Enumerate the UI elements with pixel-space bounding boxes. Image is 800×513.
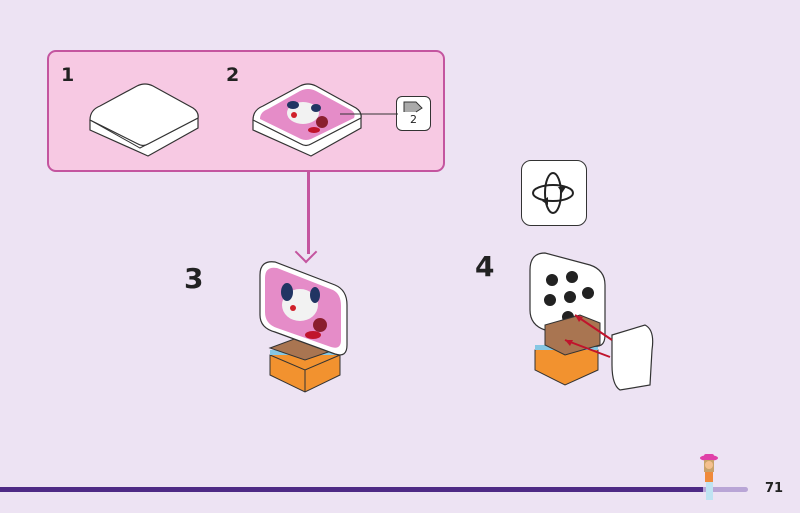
substep-number-1: 1 bbox=[61, 64, 75, 86]
substep-number-2: 2 bbox=[226, 64, 240, 86]
rotate-model-icon bbox=[532, 172, 574, 214]
white-tile-illustration bbox=[89, 83, 199, 157]
page-number: 71 bbox=[765, 481, 784, 496]
sticker-number: 2 bbox=[410, 113, 417, 126]
step4-model-illustration bbox=[529, 252, 654, 391]
minifigure-icon bbox=[700, 454, 718, 500]
sticker-leader-line bbox=[340, 113, 398, 115]
sticker-callout: 2 bbox=[396, 96, 431, 131]
step-number-3: 3 bbox=[184, 262, 204, 295]
step3-model-illustration bbox=[259, 261, 348, 393]
dog-sticker-tile-illustration bbox=[252, 83, 362, 157]
progress-bar bbox=[0, 487, 748, 492]
connector-line bbox=[307, 172, 310, 254]
rotate-model-indicator bbox=[521, 160, 587, 226]
progress-bar-fill bbox=[0, 487, 704, 492]
sticker-peel-icon bbox=[403, 101, 423, 113]
step-number-4: 4 bbox=[475, 250, 495, 283]
